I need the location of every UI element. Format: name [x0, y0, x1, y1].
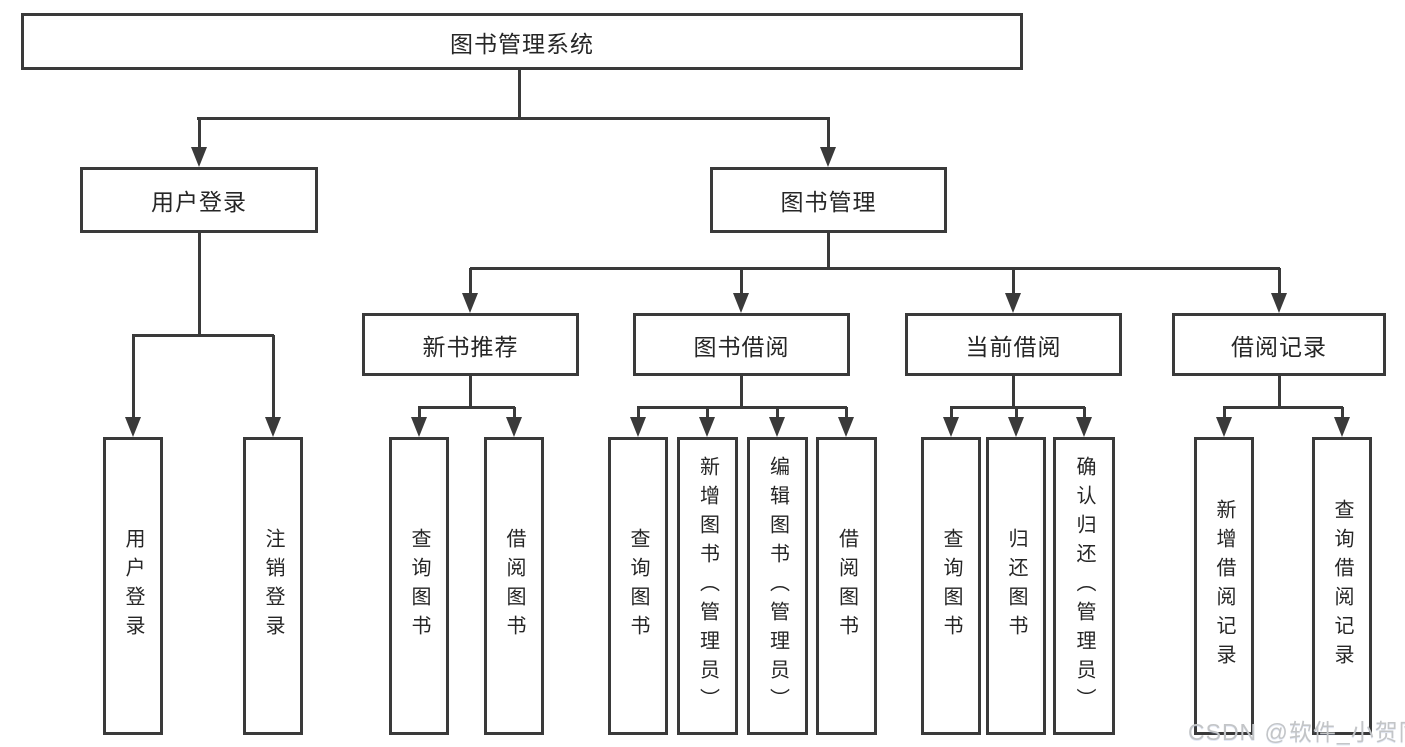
arrow-down-icon	[506, 417, 522, 437]
node-borrow-records: 借阅记录	[1172, 313, 1386, 376]
node-current-borrowing: 当前借阅	[905, 313, 1122, 376]
leaf-borrowing-edit-books-admin: 编辑图书（管理员）	[747, 437, 808, 735]
arrow-down-icon	[265, 417, 281, 437]
node-borrow-records-label: 借阅记录	[1231, 333, 1327, 360]
connector-line	[197, 117, 830, 120]
leaf-current-confirm-return-admin: 确认归还（管理员）	[1053, 437, 1115, 735]
arrow-down-icon	[1271, 293, 1287, 313]
leaf-records-query-record-label: 查询借阅记录	[1331, 499, 1353, 673]
arrow-down-icon	[411, 417, 427, 437]
node-user-login: 用户登录	[80, 167, 318, 233]
leaf-records-add-record: 新增借阅记录	[1194, 437, 1254, 735]
connector-line	[198, 118, 201, 149]
leaf-borrowing-edit-books-admin-label: 编辑图书（管理员）	[766, 455, 789, 717]
leaf-recommend-borrow-books-label: 借阅图书	[503, 528, 525, 644]
connector-line	[198, 233, 201, 335]
arrow-down-icon	[1008, 417, 1024, 437]
connector-line	[1278, 376, 1281, 408]
leaf-records-query-record: 查询借阅记录	[1312, 437, 1372, 735]
connector-line	[1012, 268, 1015, 295]
arrow-down-icon	[1334, 417, 1350, 437]
node-book-management: 图书管理	[710, 167, 947, 233]
connector-line	[637, 406, 847, 409]
arrow-down-icon	[699, 417, 715, 437]
connector-line	[518, 70, 521, 118]
node-book-borrowing-label: 图书借阅	[693, 333, 790, 360]
leaf-records-add-record-label: 新增借阅记录	[1213, 499, 1235, 673]
connector-line	[469, 268, 472, 295]
arrow-down-icon	[191, 147, 207, 167]
arrow-down-icon	[1005, 293, 1021, 313]
connector-line	[950, 407, 953, 419]
leaf-borrowing-query-books: 查询图书	[608, 437, 668, 735]
connector-line	[1015, 407, 1018, 419]
leaf-borrowing-add-books-admin: 新增图书（管理员）	[677, 437, 738, 735]
leaf-user-login-label: 用户登录	[122, 528, 144, 644]
leaf-logout: 注销登录	[243, 437, 303, 735]
leaf-current-return-books: 归还图书	[986, 437, 1046, 735]
node-book-management-label: 图书管理	[780, 189, 877, 215]
watermark: CSDN @软件_小贺同学	[1188, 719, 1405, 745]
leaf-recommend-borrow-books: 借阅图书	[484, 437, 544, 735]
connector-line	[1223, 407, 1226, 419]
connector-line	[776, 407, 779, 419]
connector-line	[1012, 376, 1015, 408]
leaf-borrowing-borrow-books: 借阅图书	[816, 437, 877, 735]
connector-line	[706, 407, 709, 419]
arrow-down-icon	[630, 417, 646, 437]
connector-line	[827, 233, 830, 269]
connector-line	[740, 268, 743, 295]
connector-line	[637, 407, 640, 419]
leaf-current-query-books: 查询图书	[921, 437, 981, 735]
connector-line	[827, 118, 830, 149]
connector-line	[1278, 268, 1281, 295]
connector-line	[845, 407, 848, 419]
node-user-login-label: 用户登录	[151, 189, 247, 215]
arrow-down-icon	[1076, 417, 1092, 437]
arrow-down-icon	[462, 293, 478, 313]
connector-line	[469, 376, 472, 408]
connector-line	[272, 335, 275, 418]
arrow-down-icon	[769, 417, 785, 437]
node-current-borrowing-label: 当前借阅	[965, 333, 1062, 360]
connector-line	[470, 267, 1280, 270]
leaf-current-confirm-return-admin-label: 确认归还（管理员）	[1073, 455, 1095, 717]
connector-line	[1083, 407, 1086, 419]
connector-line	[1341, 407, 1344, 419]
leaf-recommend-query-books: 查询图书	[389, 437, 449, 735]
leaf-current-return-books-label: 归还图书	[1005, 528, 1027, 644]
arrow-down-icon	[733, 293, 749, 313]
connector-line	[1223, 406, 1343, 409]
connector-line	[132, 335, 135, 418]
connector-line	[418, 406, 515, 409]
arrow-down-icon	[125, 417, 141, 437]
leaf-borrowing-query-books-label: 查询图书	[627, 528, 649, 644]
leaf-borrowing-add-books-admin-label: 新增图书（管理员）	[696, 455, 719, 717]
leaf-current-query-books-label: 查询图书	[940, 528, 962, 644]
leaf-logout-label: 注销登录	[262, 528, 284, 644]
node-book-borrowing: 图书借阅	[633, 313, 850, 376]
node-new-book-recommend-label: 新书推荐	[422, 333, 519, 360]
leaf-borrowing-borrow-books-label: 借阅图书	[835, 528, 858, 644]
arrow-down-icon	[1216, 417, 1232, 437]
leaf-recommend-query-books-label: 查询图书	[408, 528, 430, 644]
root-node-label: 图书管理系统	[450, 30, 594, 57]
leaf-user-login: 用户登录	[103, 437, 163, 735]
arrow-down-icon	[820, 147, 836, 167]
connector-line	[513, 407, 516, 419]
arrow-down-icon	[943, 417, 959, 437]
connector-line	[740, 376, 743, 408]
connector-line	[132, 334, 274, 337]
root-node-library-system: 图书管理系统	[21, 13, 1023, 70]
connector-line	[418, 407, 421, 419]
arrow-down-icon	[838, 417, 854, 437]
node-new-book-recommend: 新书推荐	[362, 313, 579, 376]
